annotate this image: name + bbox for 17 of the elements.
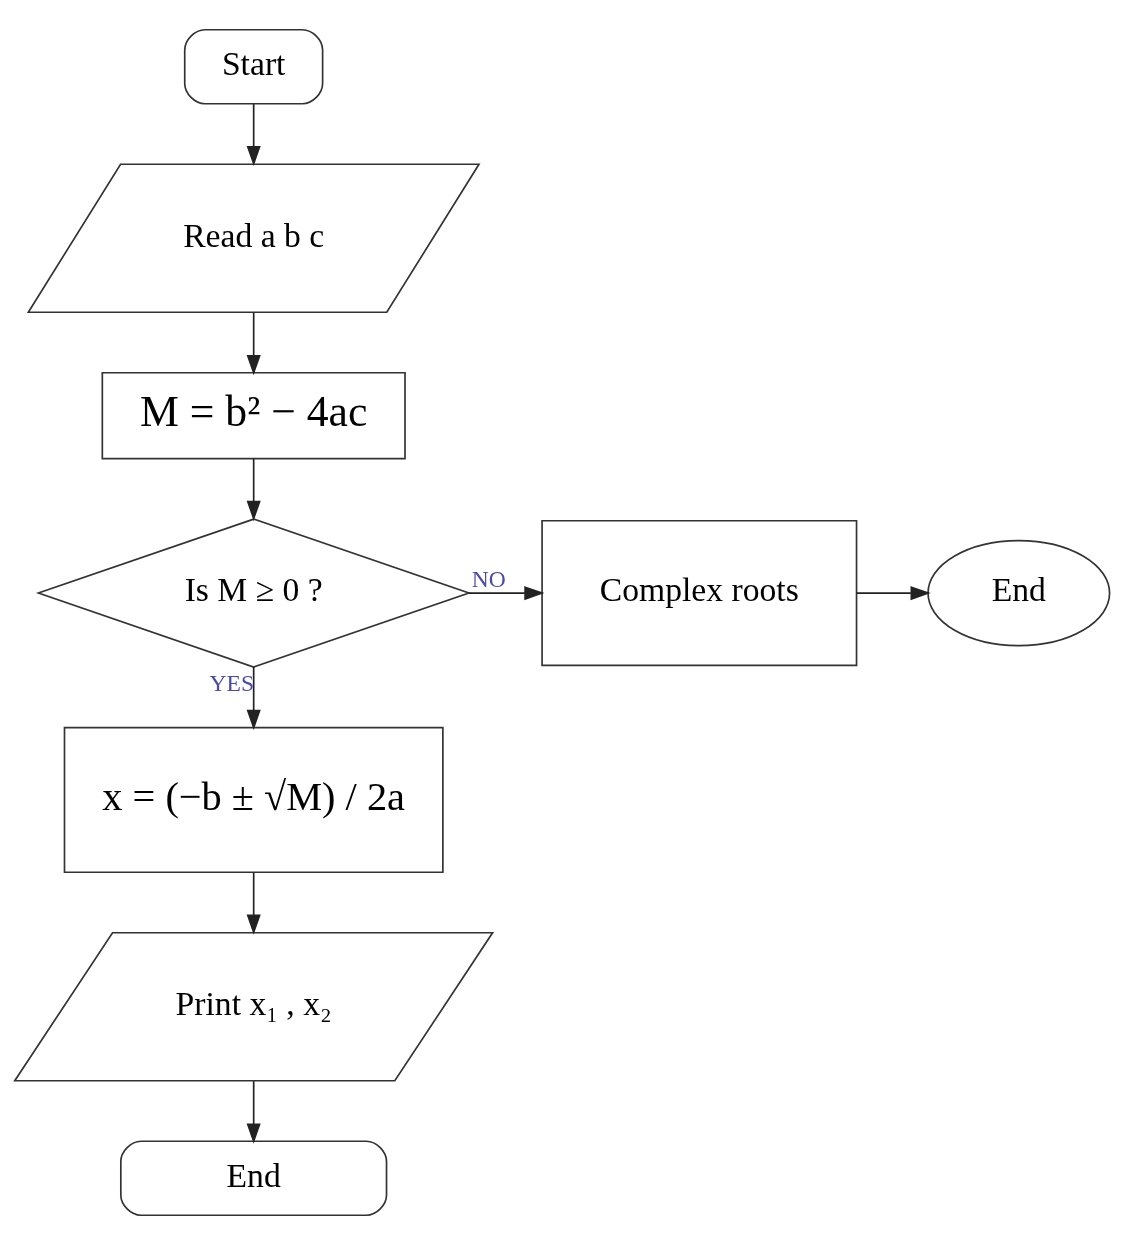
arrow (246, 871, 261, 935)
arrow (246, 103, 261, 167)
edge-label: YES (209, 670, 255, 697)
node-box: M = b² − 4ac (101, 371, 406, 460)
arrow (246, 457, 261, 521)
arrow (246, 311, 261, 376)
arrow (855, 586, 931, 601)
node-box: End (120, 1140, 388, 1217)
node-box: Complex roots (541, 519, 858, 667)
node-box: x = (−b ± √M) / 2a (63, 726, 444, 874)
edge-label: NO (471, 565, 506, 592)
arrow (246, 1080, 261, 1144)
node-box: Start (183, 28, 324, 105)
node-ellipse: End (927, 539, 1111, 647)
node-diamond: Is M ≥ 0 ? (35, 518, 472, 668)
arrow (468, 586, 545, 601)
arrow (246, 666, 261, 731)
